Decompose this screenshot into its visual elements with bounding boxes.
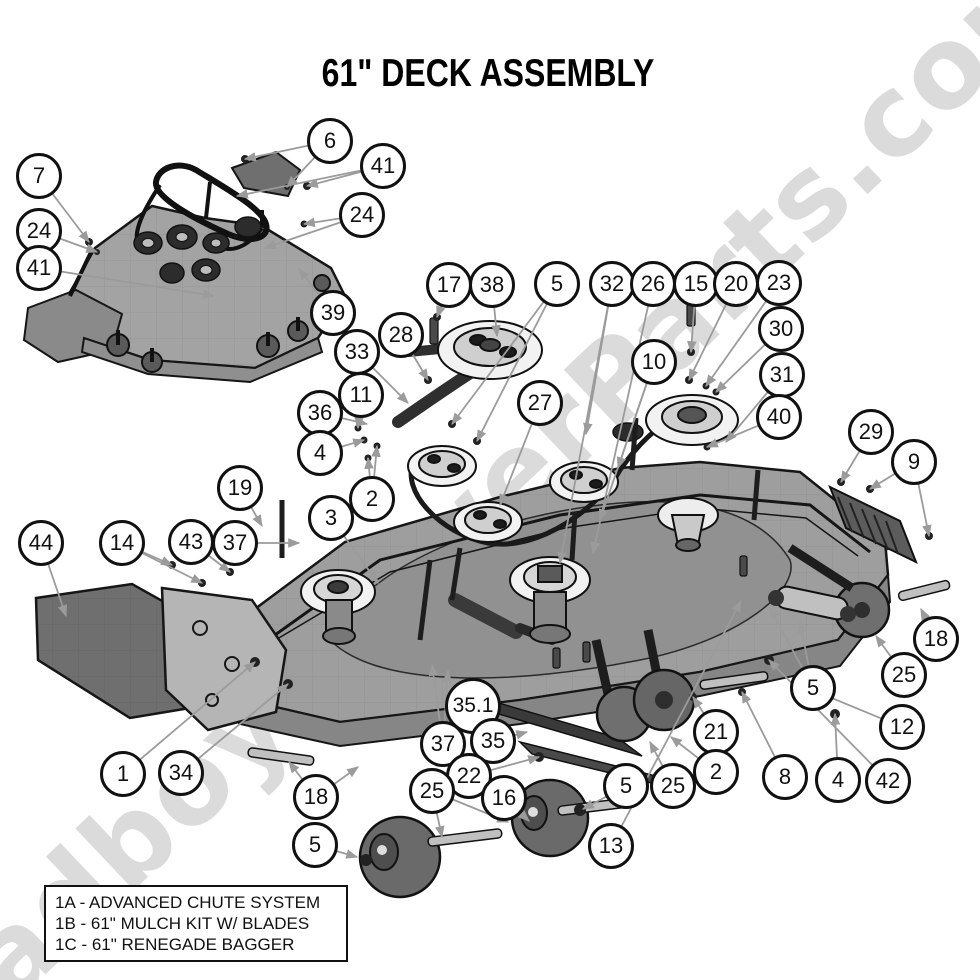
- louver-plate: [828, 484, 918, 565]
- callout-17: 17: [426, 262, 472, 308]
- callout-41: 41: [16, 245, 62, 291]
- callout-26: 26: [630, 261, 676, 307]
- callout-2: 2: [349, 476, 395, 522]
- legend-item-1c: 1C - 61" RENEGADE BAGGER: [55, 935, 295, 954]
- callout-37: 37: [212, 520, 258, 566]
- callout-39: 39: [310, 290, 356, 336]
- callout-12: 12: [879, 704, 925, 750]
- callout-41: 41: [360, 143, 406, 189]
- callout-19: 19: [217, 465, 263, 511]
- callout-32: 32: [589, 261, 635, 307]
- legend-box: 1A - ADVANCED CHUTE SYSTEM 1B - 61" MULC…: [44, 885, 348, 962]
- callout-3: 3: [308, 495, 354, 541]
- callout-23: 23: [756, 260, 802, 306]
- callout-40: 40: [756, 394, 802, 440]
- callout-7: 7: [16, 153, 62, 199]
- main-deck: [34, 299, 951, 899]
- callout-2: 2: [693, 749, 739, 795]
- callout-18: 18: [913, 616, 959, 662]
- anti-scalp-wheels: [247, 579, 951, 899]
- legend-item-1b: 1B - 61" MULCH KIT W/ BLADES: [55, 914, 310, 933]
- legend-item-1a: 1A - ADVANCED CHUTE SYSTEM: [55, 893, 321, 912]
- callout-5: 5: [292, 822, 338, 868]
- callout-24: 24: [339, 192, 385, 238]
- callout-9: 9: [891, 439, 937, 485]
- callout-14: 14: [99, 520, 145, 566]
- callout-4: 4: [815, 757, 861, 803]
- callout-34: 34: [158, 750, 204, 796]
- callout-5: 5: [603, 763, 649, 809]
- callout-11: 11: [338, 372, 384, 418]
- page-title: 61" DECK ASSEMBLY: [321, 52, 655, 95]
- callout-18: 18: [293, 774, 339, 820]
- callout-29: 29: [848, 409, 894, 455]
- callout-30: 30: [758, 306, 804, 352]
- callout-25: 25: [881, 652, 927, 698]
- callout-6: 6: [307, 118, 353, 164]
- callout-1: 1: [100, 751, 146, 797]
- callout-13: 13: [588, 823, 634, 869]
- callout-44: 44: [18, 520, 64, 566]
- callout-8: 8: [762, 754, 808, 800]
- rear-wheels: [591, 544, 891, 743]
- callout-27: 27: [517, 380, 563, 426]
- callout-16: 16: [481, 775, 527, 821]
- callout-10: 10: [631, 339, 677, 385]
- callout-33: 33: [334, 329, 380, 375]
- spindles: [300, 497, 719, 645]
- callout-5: 5: [534, 261, 580, 307]
- callout-38: 38: [469, 262, 515, 308]
- small-deck-assembly: [22, 150, 347, 384]
- discharge-chute: [34, 582, 288, 732]
- callout-42: 42: [865, 758, 911, 804]
- callout-31: 31: [759, 352, 805, 398]
- callout-25: 25: [650, 763, 696, 809]
- callout-20: 20: [713, 261, 759, 307]
- callout-5: 5: [790, 665, 836, 711]
- callout-4: 4: [297, 430, 343, 476]
- callout-25: 25: [409, 768, 455, 814]
- callout-43: 43: [168, 519, 214, 565]
- callout-28: 28: [378, 312, 424, 358]
